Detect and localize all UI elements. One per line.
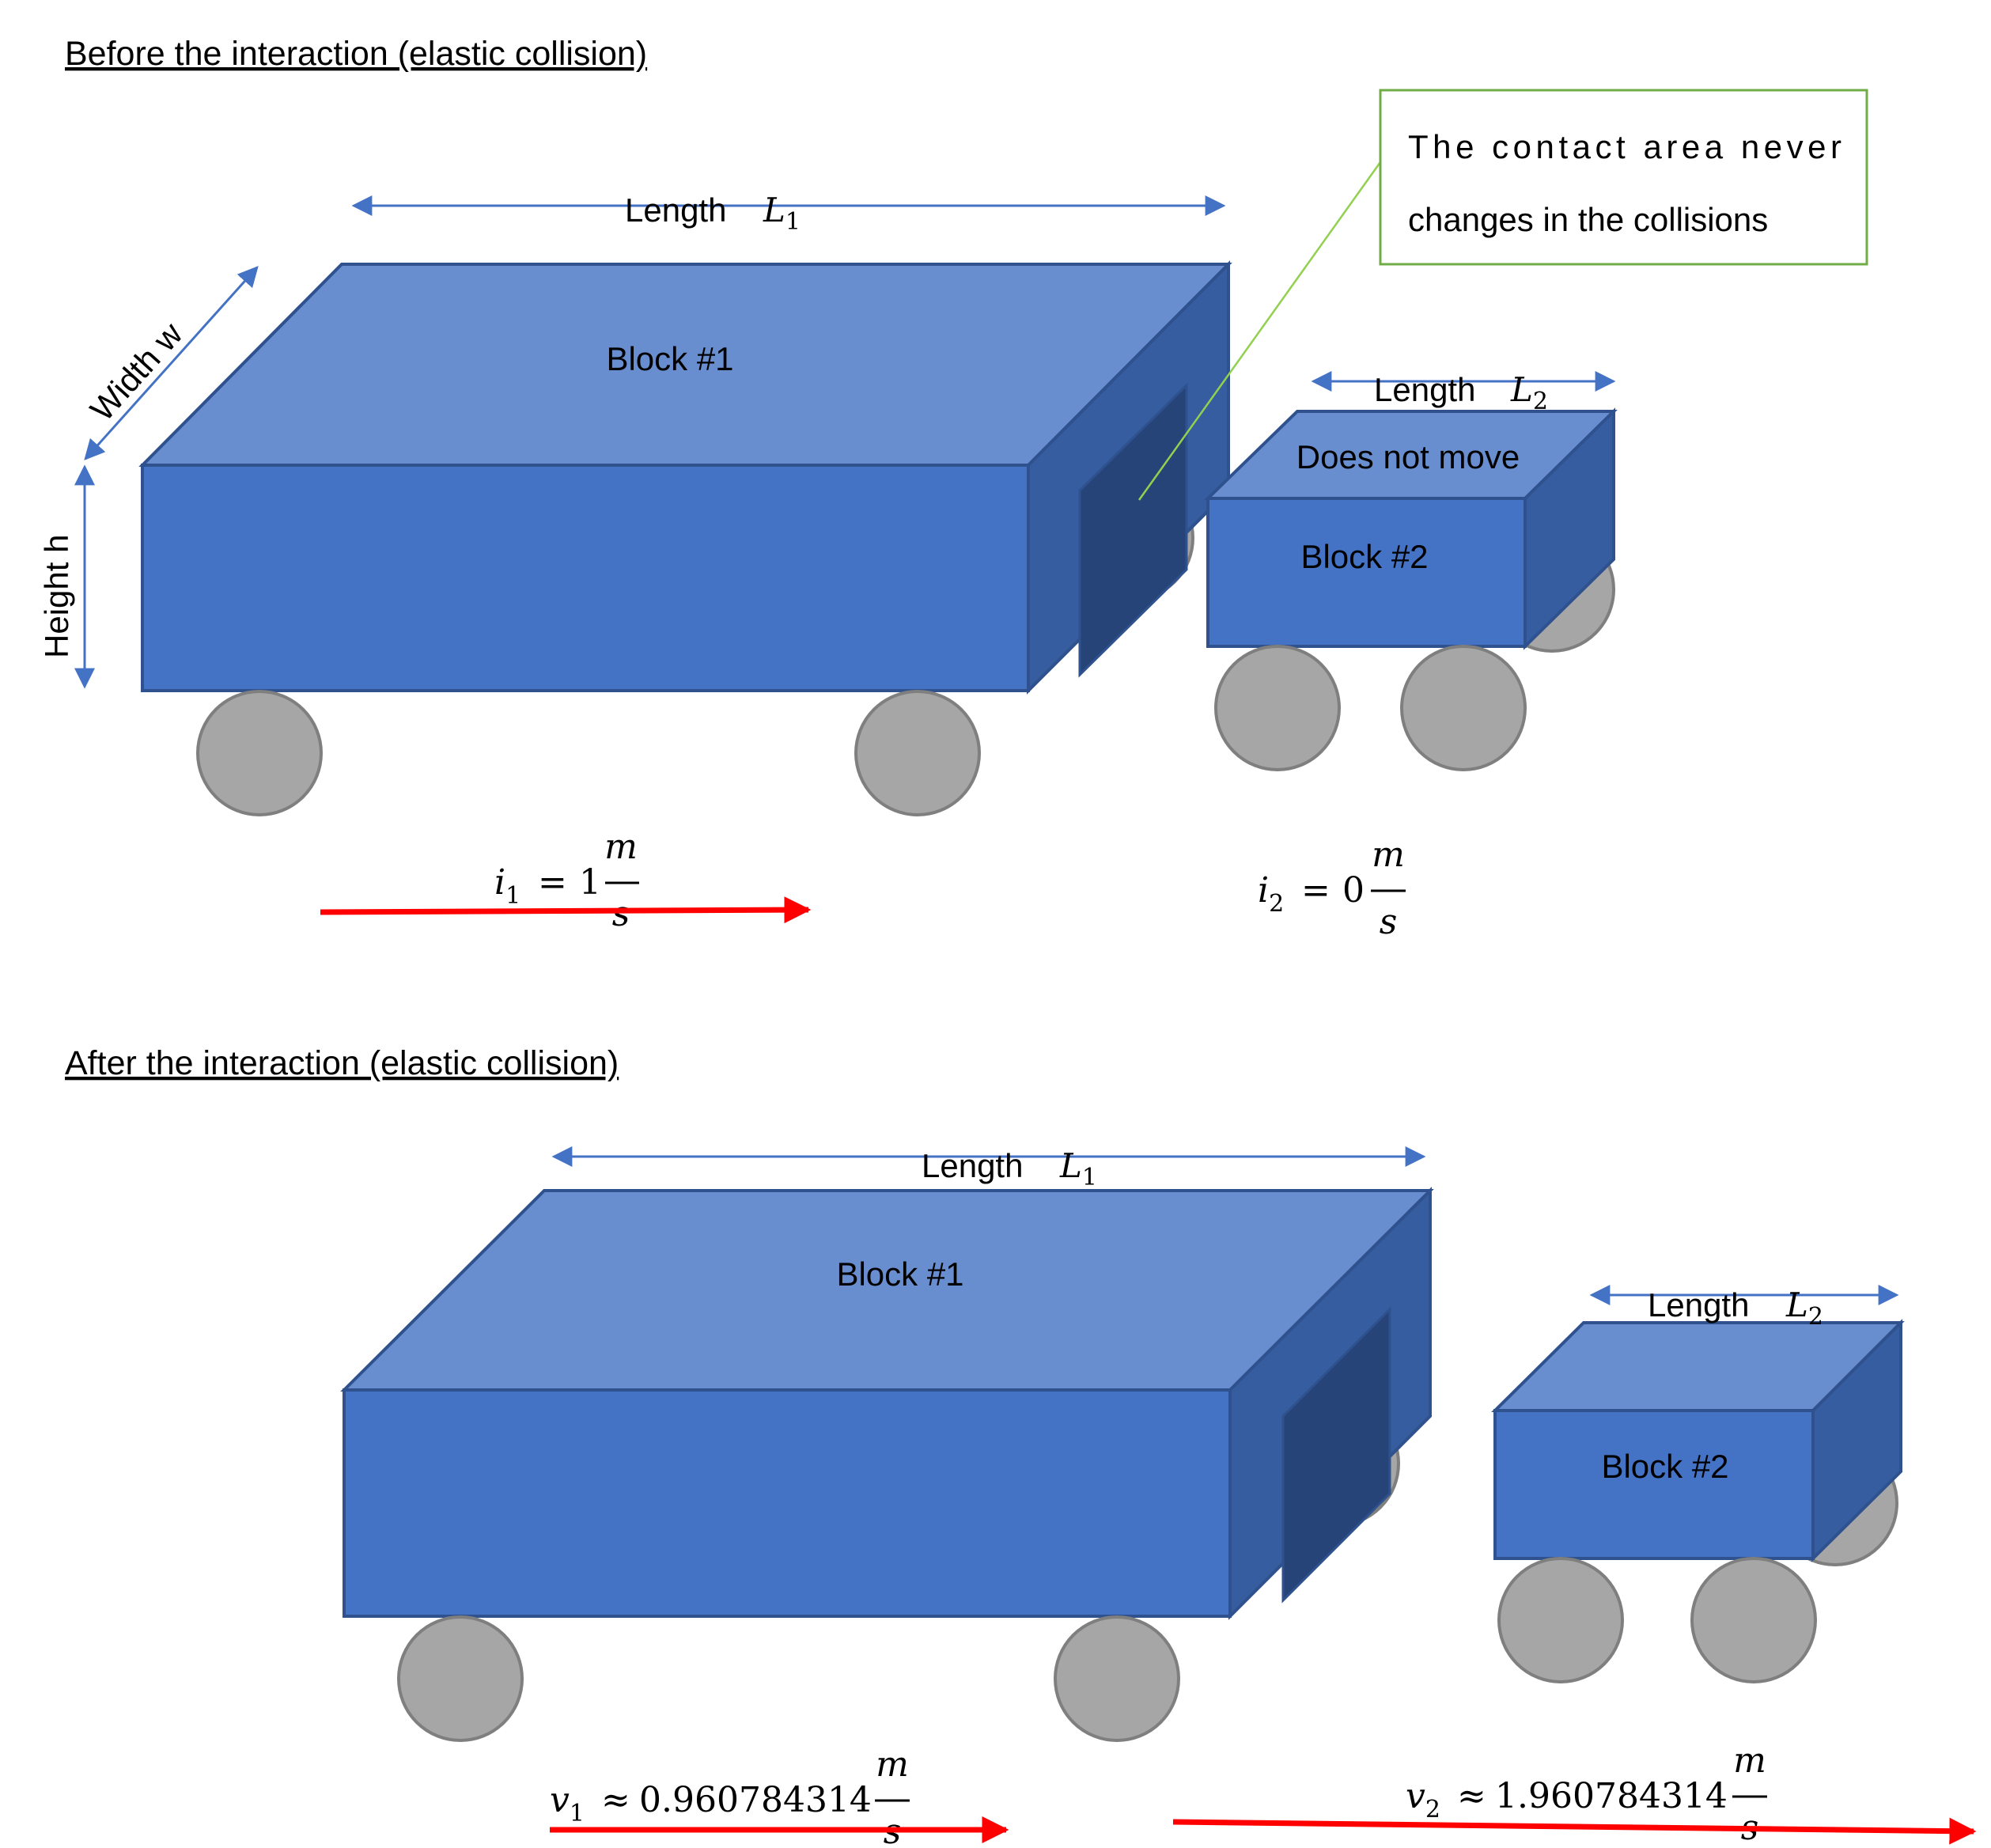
after-block2-front-wheel-right — [1690, 1557, 1817, 1683]
after-length1-label: Length — [922, 1147, 1023, 1184]
i1-relation: = — [538, 862, 567, 903]
length2-symbol: L2 — [1510, 370, 1548, 415]
block2-label: Block #2 — [1300, 538, 1428, 575]
length1-symbol: L1 — [763, 191, 801, 236]
contact-area-face — [1078, 382, 1188, 678]
height-label: Height h — [38, 535, 75, 658]
v2-relation: ≈ — [1457, 1776, 1486, 1816]
i2-unit-denominator: s — [1380, 902, 1398, 942]
v1-value: 0.960784314 — [639, 1780, 872, 1820]
i2-relation: = — [1301, 870, 1330, 911]
before-title: Before the interaction (elastic collisio… — [65, 35, 647, 73]
after-velocity-1: v1 ≈ 0.960784314 m s — [550, 1744, 1009, 1848]
block2-after: Block #2 — [1491, 1319, 1905, 1562]
after-block2-front-face — [1493, 1409, 1815, 1560]
block1-after: Block #1 — [340, 1187, 1434, 1620]
after-block2-label: Block #2 — [1601, 1448, 1728, 1485]
block1-front-wheel-right — [854, 690, 981, 816]
after-length2-label: Length — [1648, 1286, 1749, 1324]
v2-unit-numerator: m — [1733, 1740, 1766, 1781]
v2-symbol: v2 — [1406, 1776, 1440, 1823]
after-length2-symbol: L2 — [1785, 1286, 1823, 1331]
v1-symbol: v1 — [550, 1780, 585, 1827]
length1-label: Length — [625, 191, 726, 229]
i2-value: 0 — [1342, 870, 1365, 911]
block2-front-wheel-left — [1214, 645, 1341, 771]
block1-label: Block #1 — [606, 340, 733, 377]
before-velocity-1: i1 = 1 m s — [320, 827, 812, 934]
i1-unit-denominator: s — [612, 894, 630, 934]
velocity-arrow-1-before — [320, 896, 812, 924]
callout-line-1: The contact area never — [1408, 128, 1841, 165]
after-block1-front-face — [343, 1388, 1232, 1618]
i2-unit-numerator: m — [1372, 835, 1405, 875]
after-block1-front-wheel-right — [1054, 1615, 1180, 1742]
block2-front-face — [1206, 497, 1527, 648]
block1-front-wheel-left — [196, 690, 323, 816]
callout-box — [1379, 89, 1868, 266]
block2-note: Does not move — [1296, 438, 1520, 475]
length2-label: Length — [1374, 371, 1475, 408]
block1-front-face — [141, 464, 1030, 692]
i1-value: 1 — [579, 862, 601, 903]
after-title: After the interaction (elastic collision… — [65, 1044, 619, 1082]
v1-unit-numerator: m — [876, 1744, 909, 1785]
after-block1-front-wheel-left — [397, 1615, 524, 1742]
i2-symbol: i2 — [1258, 870, 1284, 918]
i1-symbol: i1 — [494, 862, 520, 910]
after-velocity-2: v2 ≈ 1.960784314 m s — [1172, 1740, 1977, 1848]
block2-before: Does not move Block #2 — [1204, 407, 1618, 650]
v1-relation: ≈ — [601, 1780, 630, 1820]
after-section: After the interaction (elastic collision… — [65, 1044, 1977, 1848]
block2-front-wheel-right — [1400, 645, 1527, 771]
velocity-arrow-2-after — [1172, 1817, 1977, 1845]
v2-value: 1.960784314 — [1495, 1776, 1728, 1816]
i1-unit-numerator: m — [604, 827, 638, 867]
contact-area-callout: The contact area never changes in the co… — [1137, 89, 1868, 501]
before-velocity-2: i2 = 0 m s — [1258, 835, 1406, 942]
width-label: Width w — [83, 315, 190, 428]
before-section: Before the interaction (elastic collisio… — [38, 35, 1868, 942]
block1-before: Block #1 — [138, 260, 1232, 695]
after-contact-area-face — [1281, 1306, 1391, 1604]
callout-leader-line — [1137, 161, 1382, 501]
callout-line-2: changes in the collisions — [1408, 201, 1768, 238]
width-arrow — [84, 266, 259, 460]
after-length1-symbol: L1 — [1059, 1146, 1097, 1191]
after-block1-label: Block #1 — [836, 1255, 963, 1293]
after-block2-front-wheel-left — [1497, 1557, 1624, 1683]
